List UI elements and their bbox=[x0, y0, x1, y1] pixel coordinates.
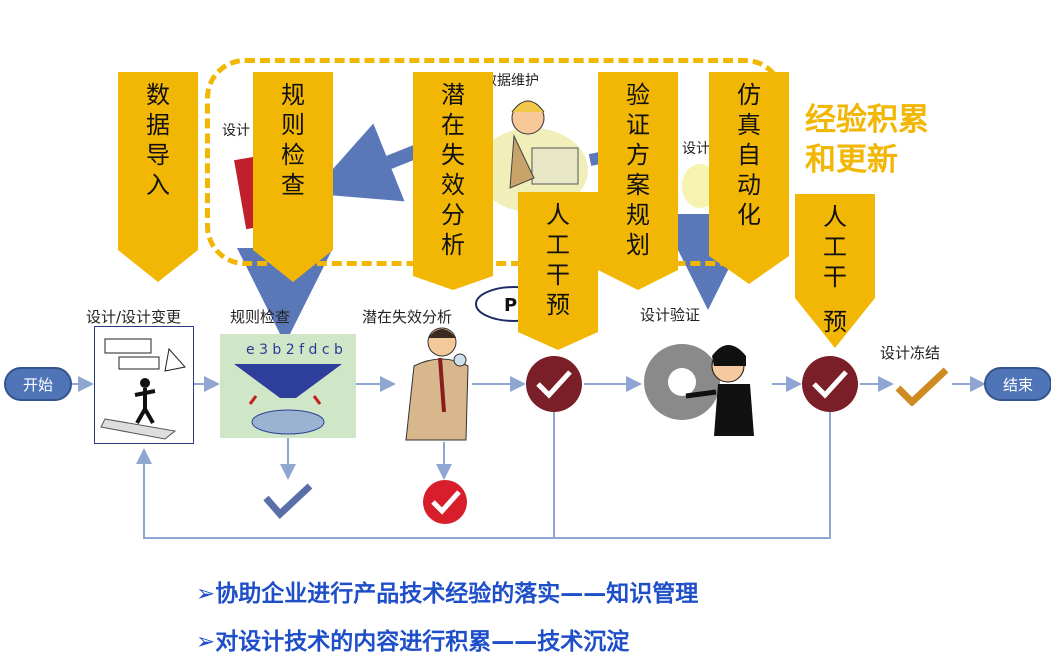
bullet-arrow-icon: ➢ bbox=[196, 629, 216, 655]
svg-text:e 3 b 2 f d c b: e 3 b 2 f d c b bbox=[246, 342, 343, 358]
bubble-text: P bbox=[504, 295, 517, 316]
data-maintain-label: 数据维护 bbox=[483, 73, 539, 89]
data-maintain-person-picture bbox=[470, 78, 590, 213]
rule-check-picture: e 3 b 2 f d c b bbox=[220, 334, 356, 438]
manual-approve-icon-1 bbox=[526, 356, 582, 412]
rule-check-label: 规则检查 bbox=[230, 308, 291, 326]
design-change-label: 设计/设计变更 bbox=[86, 308, 182, 326]
bullet-knowledge-management: ➢协助企业进行产品技术经验的落实——知识管理 bbox=[196, 581, 699, 607]
callout-manual-intervention-2-last: 预 bbox=[823, 308, 847, 336]
callout-rule-check: 规 则 检 查 bbox=[253, 72, 333, 282]
failure-analysis-label: 潜在失效分析 bbox=[362, 308, 453, 326]
callout-manual-intervention-1: 人 工 干 预 bbox=[518, 192, 598, 350]
design-freeze-label: 设计冻结 bbox=[880, 344, 941, 362]
start-terminal: 开始 bbox=[4, 367, 72, 401]
bullet-arrow-icon: ➢ bbox=[196, 581, 216, 607]
callout-manual-intervention-2: 人 工 干 bbox=[795, 194, 875, 348]
end-terminal: 结束 bbox=[984, 367, 1051, 401]
accumulate-line1: 经验积累 bbox=[805, 102, 929, 138]
design-top-left-label: 设计 bbox=[222, 123, 250, 139]
design-top-right-label: 设计 bbox=[682, 141, 710, 157]
verify-gear-picture bbox=[642, 326, 772, 438]
callout-verify-plan: 验 证 方 案 规 划 bbox=[598, 72, 678, 290]
freeze-check-icon bbox=[894, 366, 950, 407]
experience-accumulate-text: 经验积累 和更新 bbox=[805, 100, 929, 180]
callout-failure-analysis: 潜 在 失 效 分 析 bbox=[413, 72, 493, 290]
callout-data-import: 数 据 导 入 bbox=[118, 72, 198, 282]
design-verify-label: 设计验证 bbox=[640, 306, 701, 324]
callout-simulation-automation: 仿 真 自 动 化 bbox=[709, 72, 789, 284]
failure-check-icon bbox=[421, 478, 469, 526]
rule-pass-check-icon bbox=[262, 480, 314, 520]
manual-approve-icon-2 bbox=[802, 356, 858, 412]
analyst-man-picture bbox=[396, 322, 472, 442]
accumulate-line2: 和更新 bbox=[805, 142, 898, 178]
bullet-technical-deposit: ➢对设计技术的内容进行积累——技术沉淀 bbox=[196, 629, 630, 655]
design-change-picture bbox=[94, 326, 194, 444]
